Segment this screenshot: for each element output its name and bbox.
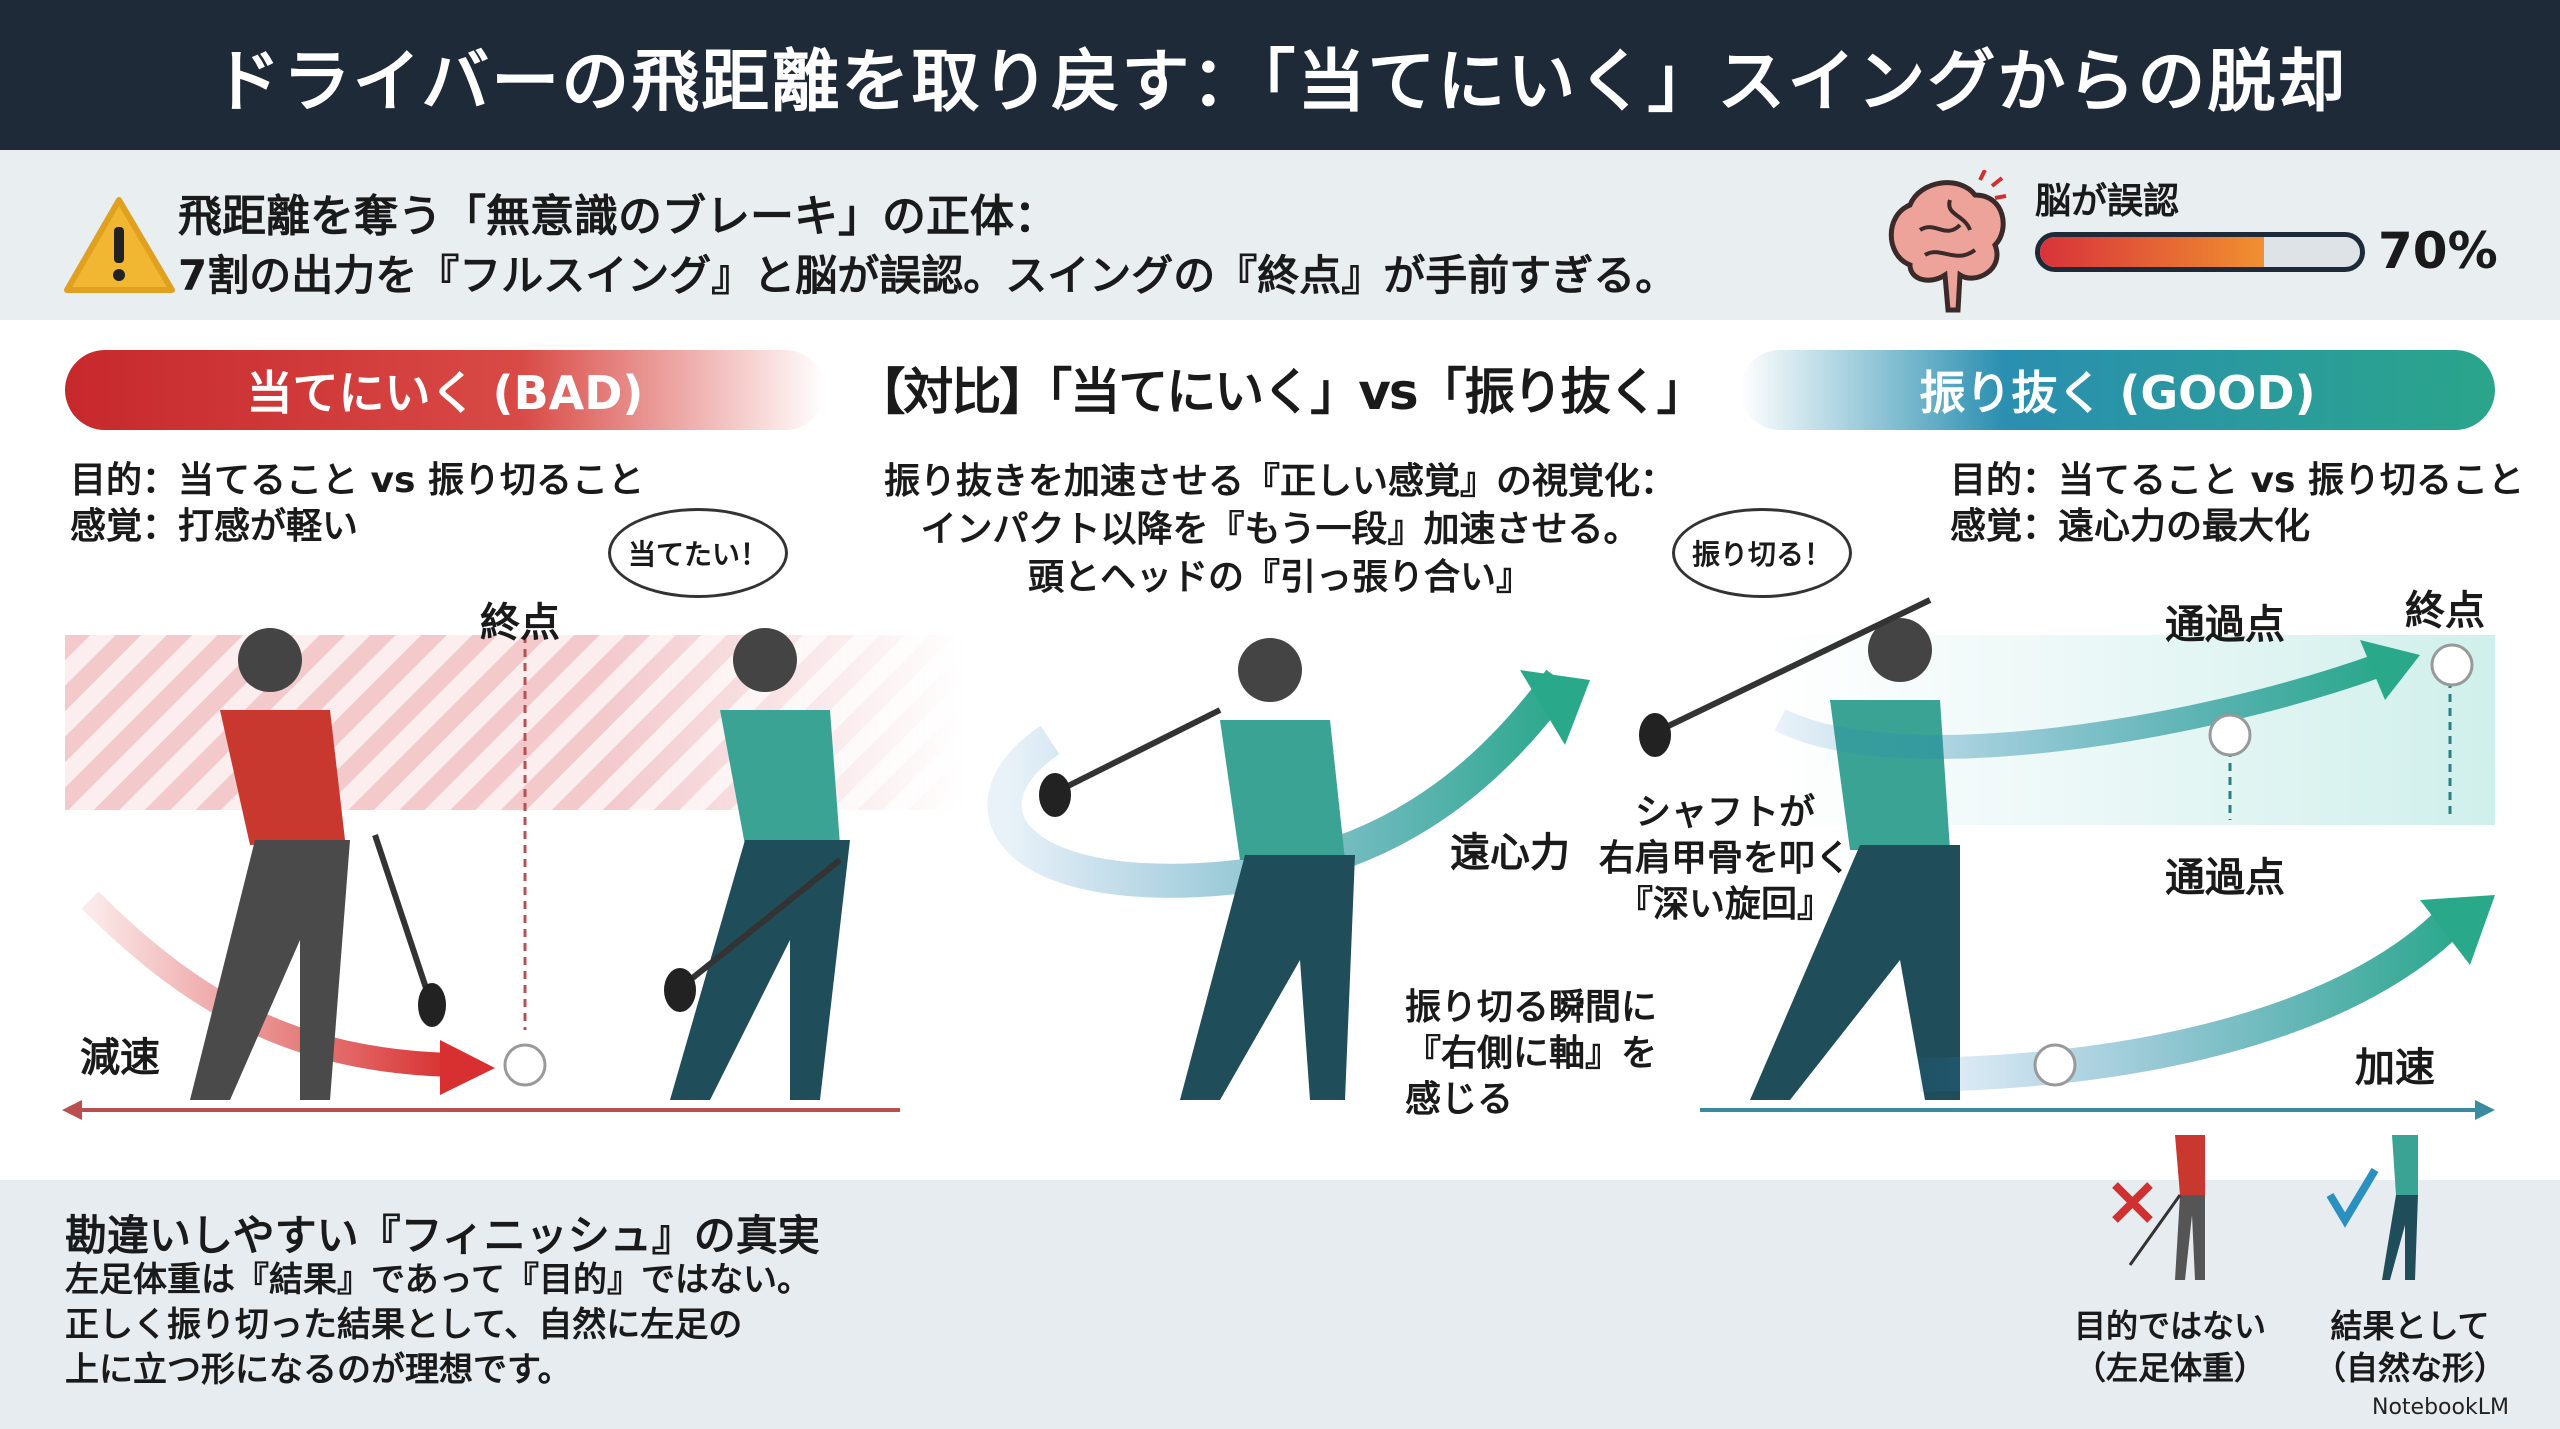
note-line: 右肩甲骨を叩く [1598, 838, 1851, 879]
center-line: インパクト以降を『もう一段』加速させる。 [920, 509, 1640, 550]
bad-line: 感覚：打感が軽い [70, 506, 359, 547]
note-line: 振り切る瞬間に [1405, 987, 1658, 1028]
note-line: 『右側に軸』を [1405, 1033, 1658, 1074]
good-description: 目的：当てること vs 振り切ること感覚：遠心力の最大化 [1950, 458, 2524, 550]
finish-body: 左足体重は『結果』であって『目的』ではない。正しく振り切った結果として、自然に左… [65, 1258, 811, 1393]
pass-point-label: 通過点 [2165, 855, 2285, 901]
center-description: 振り抜きを加速させる『正しい感覚』の視覚化： インパクト以降を『もう一段』加速させ… [860, 458, 1700, 602]
center-line: 頭とヘッドの『引っ張り合い』 [1027, 557, 1532, 598]
warning-body: 7割の出力を『フルスイング』と脳が誤認。スイングの『終点』が手前すぎる。 [178, 251, 1678, 300]
progress-text: 70% [2378, 222, 2498, 280]
decel-label: 減速 [80, 1035, 160, 1081]
header: ドライバーの飛距離を取り戻す：「当てにいく」スイングからの脱却 [0, 0, 2560, 150]
finish-line: 上に立つ形になるのが理想です。 [65, 1350, 572, 1390]
golf-ball-icon [503, 1043, 547, 1087]
cross-icon [2112, 1182, 2153, 1223]
golf-ball-icon [2208, 713, 2252, 757]
progress-fill [2040, 237, 2264, 267]
note-line: 感じる [1405, 1079, 1514, 1120]
golfer-bad-impact-icon [664, 628, 850, 1100]
finish-section: 勘違いしやすい『フィニッシュ』の真実 左足体重は『結果』であって『目的』ではない… [0, 1135, 2560, 1429]
bad-finish-example [2112, 1135, 2205, 1280]
good-finish-example [2326, 1135, 2418, 1280]
centrifugal-arrow [987, 669, 1590, 898]
caption-line: （左足体重） [2073, 1349, 2266, 1387]
good-label-pill: 振り抜く (GOOD) [1740, 350, 2495, 430]
page-title: ドライバーの飛距離を取り戻す：「当てにいく」スイングからの脱却 [212, 42, 2348, 122]
shaft-note: シャフトが右肩甲骨を叩く『深い旋回』 [1580, 790, 1870, 928]
bad-line: 目的：当てること vs 振り切ること [70, 460, 644, 501]
golf-ball-icon [2033, 1043, 2077, 1087]
golfer-bad-address-icon [190, 628, 446, 1100]
note-line: 『深い旋回』 [1616, 884, 1833, 925]
finish-line: 正しく振り切った結果として、自然に左足の [65, 1305, 743, 1345]
golfer-center-swing-icon [1039, 638, 1355, 1100]
comparison-title: 【対比】「当てにいく」vs「振り抜く」 [855, 363, 1706, 421]
centrifugal-label: 遠心力 [1450, 830, 1570, 876]
good-accel-arrow [1919, 895, 2495, 1092]
warning-triangle-icon [64, 197, 175, 293]
bad-label-pill: 当てにいく (BAD) [65, 350, 825, 430]
good-line: 感覚：遠心力の最大化 [1950, 506, 2311, 547]
caption-line: 結果として [2330, 1307, 2490, 1345]
good-line: 目的：当てること vs 振り切ること [1950, 460, 2524, 501]
good-thought-bubble: 振り切る！ [1672, 508, 1852, 598]
warning-banner: 飛距離を奪う「無意識のブレーキ」の正体： 7割の出力を『フルスイング』と脳が誤認… [0, 150, 2560, 320]
pass-point-label: 通過点 [2165, 602, 2285, 648]
good-end-label: 終点 [2405, 588, 2485, 634]
bad-thought-bubble: 当てたい！ [608, 508, 788, 598]
brain-icon [1888, 170, 2007, 313]
check-icon [2326, 1167, 2379, 1228]
good-swing-arrow-top [1774, 640, 2420, 759]
bad-description: 目的：当てること vs 振り切ること感覚：打感が軽い [70, 458, 644, 550]
golf-ball-icon [2430, 643, 2474, 687]
misperception-progress-bar [2035, 232, 2365, 272]
warning-heading: 飛距離を奪う「無意識のブレーキ」の正体： [178, 191, 1058, 242]
center-line: 振り抜きを加速させる『正しい感覚』の視覚化： [883, 461, 1676, 502]
axis-note: 振り切る瞬間に『右側に軸』を感じる [1405, 985, 1657, 1123]
finish-heading: 勘違いしやすい『フィニッシュ』の真実 [65, 1211, 820, 1260]
finish-line: 左足体重は『結果』であって『目的』ではない。 [65, 1260, 811, 1300]
swing-illustrations [62, 597, 2495, 1120]
note-line: シャフトが [1634, 792, 1815, 833]
caption-line: （自然な形） [2313, 1349, 2506, 1387]
accel-label: 加速 [2355, 1045, 2435, 1091]
bad-end-label: 終点 [480, 600, 560, 646]
caption-line: 目的ではない [2073, 1307, 2266, 1345]
bad-caption: 目的ではない （左足体重） [2060, 1305, 2280, 1389]
brain-label: 脳が誤認 [2035, 181, 2180, 222]
good-caption: 結果として （自然な形） [2300, 1305, 2520, 1389]
notebooklm-watermark: NotebookLM [2372, 1395, 2509, 1420]
